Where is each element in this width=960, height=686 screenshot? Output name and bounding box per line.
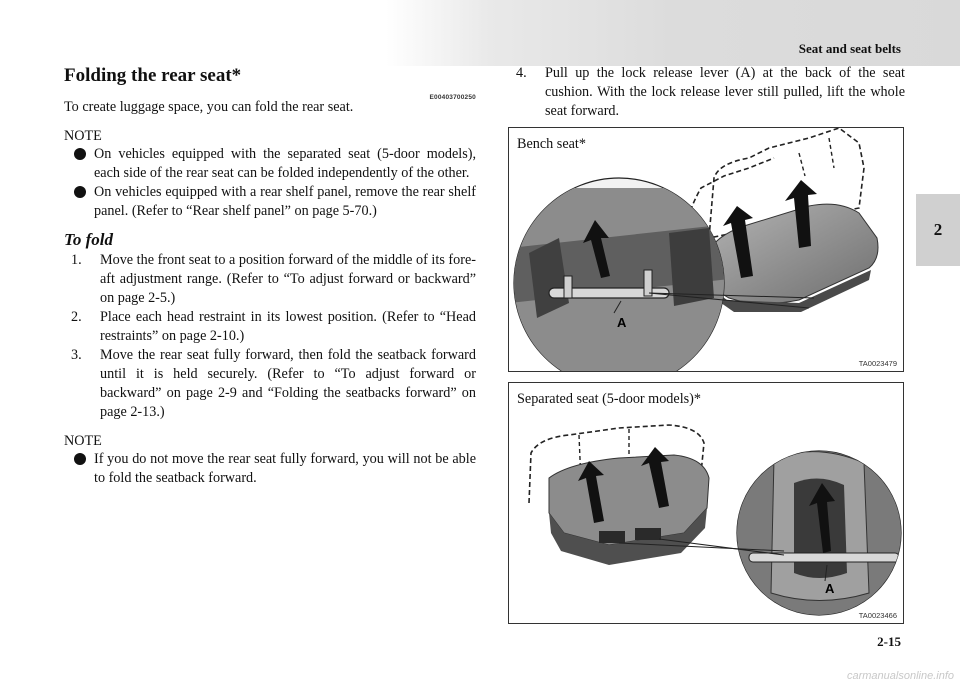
note-label: NOTE xyxy=(64,128,102,144)
bench-seat-illustration: A xyxy=(513,128,879,371)
figure-code: TA0023479 xyxy=(858,359,897,368)
left-column: Folding the rear seat* E00403700250 To c… xyxy=(64,64,476,488)
note-item: If you do not move the rear seat fully f… xyxy=(71,450,476,488)
watermark: carmanualsonline.info xyxy=(846,670,954,682)
figure-bench-seat: A Bench seat* TA0023479 xyxy=(508,127,904,372)
figure-caption: Bench seat* xyxy=(517,136,586,152)
chapter-tab-number: 2 xyxy=(933,220,943,239)
step-text: Pull up the lock release lever (A) at th… xyxy=(545,65,905,119)
note-label: NOTE xyxy=(64,433,102,449)
chapter-tab: 2 xyxy=(916,194,960,266)
header-band xyxy=(386,0,960,66)
figure-code: TA0023466 xyxy=(858,611,897,620)
step-item: 4. Pull up the lock release lever (A) at … xyxy=(516,64,905,121)
note-item-text: If you do not move the rear seat fully f… xyxy=(94,451,476,486)
section-title-text: Folding the rear seat* xyxy=(64,65,242,86)
bullet-icon xyxy=(74,148,86,160)
page-number: 2-15 xyxy=(877,634,901,649)
figure-caption: Separated seat (5-door models)* xyxy=(517,391,701,407)
note-item-text: On vehicles equipped with a rear shelf p… xyxy=(94,184,476,219)
step-number: 3. xyxy=(71,347,82,363)
separated-seat-illustration: A xyxy=(528,424,902,616)
intro-text: To create luggage space, you can fold th… xyxy=(64,99,354,115)
note-item-text: On vehicles equipped with the separated … xyxy=(94,146,476,181)
figure-separated-seat: A Separated seat (5-door models)* TA0023… xyxy=(508,382,904,624)
step-item: 1. Move the front seat to a position forw… xyxy=(71,251,476,308)
step-number: 1. xyxy=(71,252,82,268)
inset-circle xyxy=(736,450,902,616)
step-item: 2. Place each head restraint in its lowes… xyxy=(71,308,476,346)
step-text: Place each head restraint in its lowest … xyxy=(100,309,476,344)
callout-label: A xyxy=(617,315,627,330)
step-item: 3. Move the rear seat fully forward, then… xyxy=(71,346,476,422)
to-fold-heading: To fold xyxy=(64,230,113,249)
step-text: Move the front seat to a position forwar… xyxy=(100,252,476,306)
bullet-icon xyxy=(74,186,86,198)
inset-circle xyxy=(513,177,725,371)
callout-label: A xyxy=(825,581,835,596)
note-item: On vehicles equipped with a rear shelf p… xyxy=(71,183,476,221)
note-item: On vehicles equipped with the separated … xyxy=(71,145,476,183)
step-text: Move the rear seat fully forward, then f… xyxy=(100,347,476,420)
running-head: Seat and seat belts xyxy=(798,41,901,56)
right-column: 4. Pull up the lock release lever (A) at … xyxy=(509,64,905,121)
step-number: 2. xyxy=(71,309,82,325)
section-title: Folding the rear seat* E00403700250 xyxy=(64,64,476,101)
bullet-icon xyxy=(74,453,86,465)
step-number: 4. xyxy=(516,65,527,81)
section-code: E00403700250 xyxy=(429,94,476,101)
